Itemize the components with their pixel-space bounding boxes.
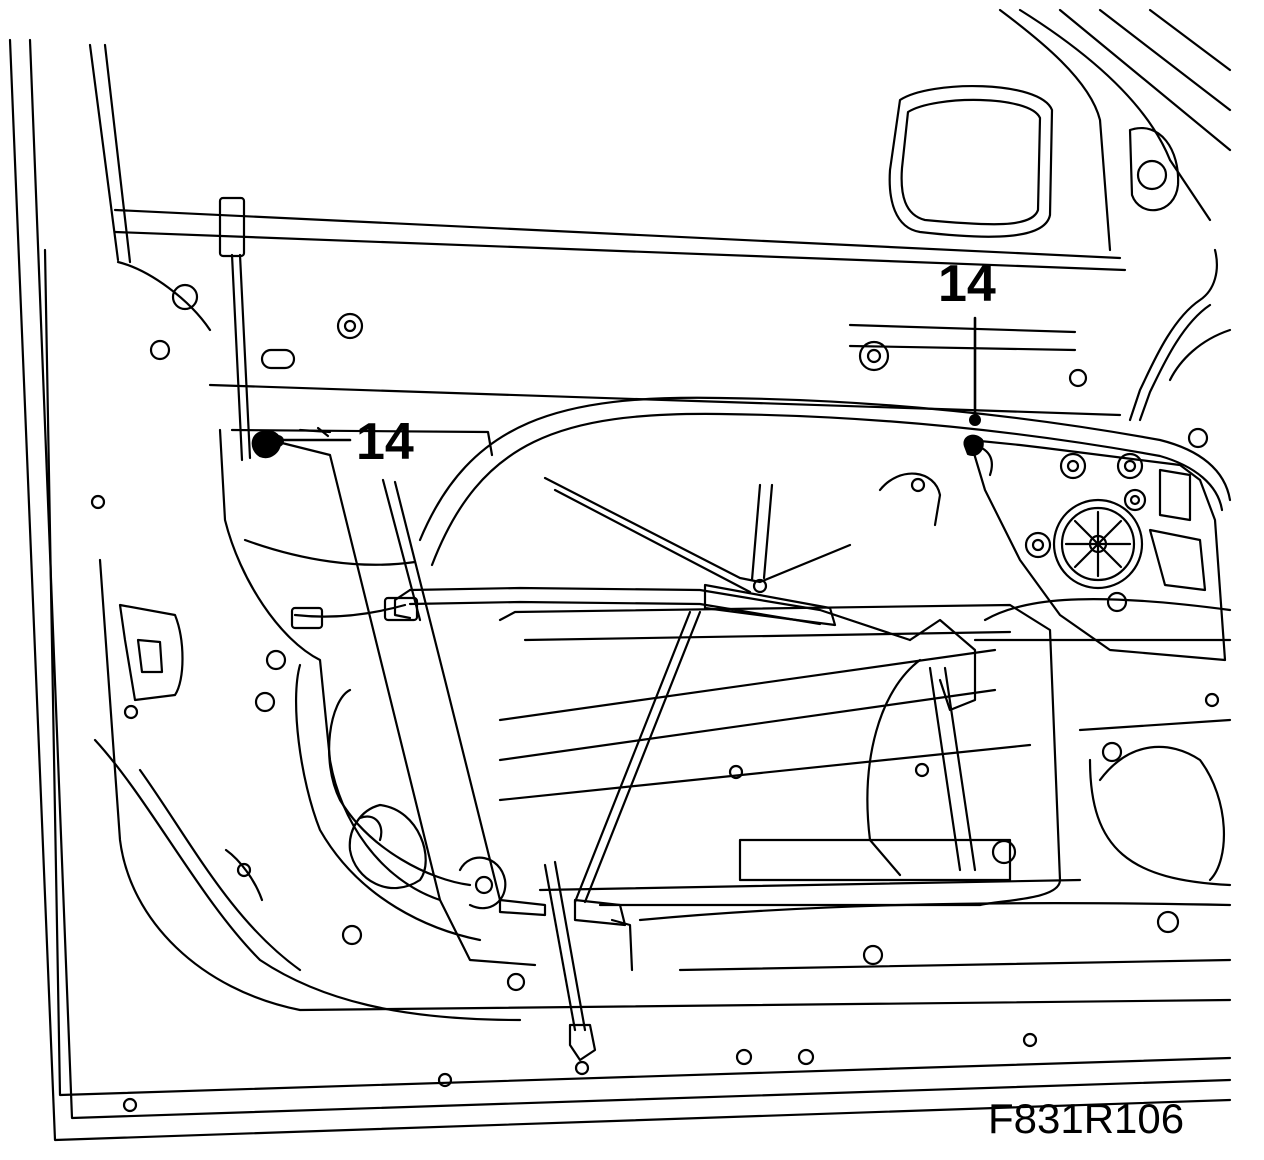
window-regulator [393, 396, 1232, 904]
mirror-mount [888, 8, 1232, 252]
wiring-harness [218, 196, 1232, 1062]
window-motor [968, 438, 1227, 662]
callout-label-left: 14 [356, 413, 414, 471]
callout-label-upper: 14 [938, 255, 996, 313]
mounting-holes [90, 283, 1220, 1113]
upper-rail [113, 208, 1127, 417]
inner-panel [118, 428, 1232, 972]
figure-id-label: F831R106 [988, 1095, 1185, 1142]
callout-leaders [251, 316, 984, 459]
door-frame [8, 38, 1232, 1142]
